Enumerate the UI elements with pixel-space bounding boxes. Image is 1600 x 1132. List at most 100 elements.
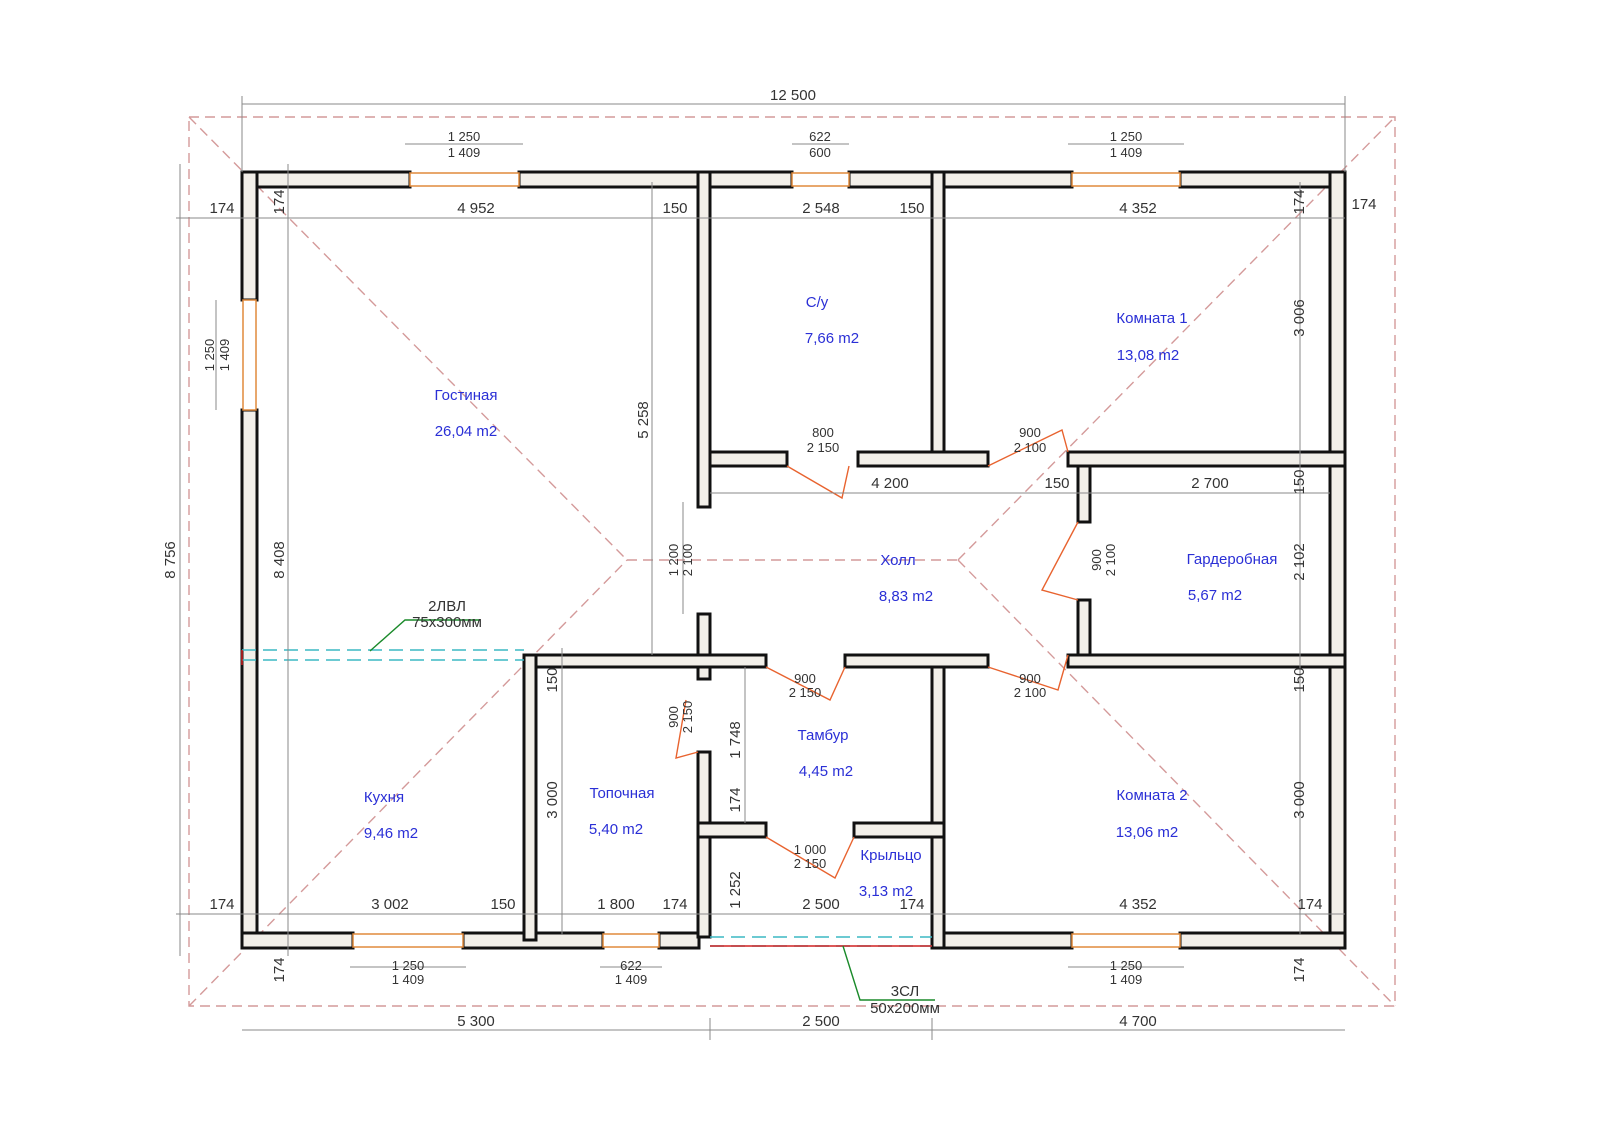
beam-lvl-label: 2ЛВЛ <box>428 598 466 615</box>
dim-top-3: 150 <box>662 200 687 217</box>
dimension-lines <box>176 96 1346 1040</box>
door-vestibule-h: 2 150 <box>789 685 822 700</box>
win-top-right-h: 1 409 <box>1110 145 1143 160</box>
dim-overall-width: 12 500 <box>770 87 816 104</box>
door-vestibule-w: 900 <box>794 671 816 686</box>
dim-left-below: 174 <box>271 957 288 982</box>
dim-kitchen-150: 150 <box>544 667 561 692</box>
door-wardrobe-h: 2 100 <box>1103 544 1118 577</box>
win-left-w: 1 250 <box>202 339 217 372</box>
win-bottom-mid-h: 1 409 <box>615 972 648 987</box>
dim-bottom-overall-1: 2 500 <box>802 1013 840 1030</box>
room-area: 9,46 m2 <box>364 825 418 842</box>
room-area: 7,66 m2 <box>805 330 859 347</box>
beam-lvl-size: 75х300мм <box>412 614 482 631</box>
room-area: 3,13 m2 <box>859 883 913 900</box>
room-area: 5,40 m2 <box>589 821 643 838</box>
win-left-h: 1 409 <box>217 339 232 372</box>
dim-vestibule-1748: 1 748 <box>727 721 744 759</box>
room-name: Комната 2 <box>1116 787 1187 804</box>
door-entry-h: 2 150 <box>794 856 827 871</box>
door-boiler-h: 2 150 <box>680 701 695 734</box>
dim-hall-1: 150 <box>1044 475 1069 492</box>
door-room1-w: 900 <box>1019 425 1041 440</box>
dim-vertical-living: 5 258 <box>635 401 652 439</box>
dim-bottom-overall-2: 4 700 <box>1119 1013 1157 1030</box>
dim-top-1: 174 <box>271 189 288 214</box>
win-top-mid-w: 622 <box>809 129 831 144</box>
win-bottom-left-h: 1 409 <box>392 972 425 987</box>
room-area: 8,83 m2 <box>879 588 933 605</box>
door-room1-h: 2 100 <box>1014 440 1047 455</box>
windows <box>242 172 1181 948</box>
room-area: 5,67 m2 <box>1188 587 1242 604</box>
room-name: С/у <box>806 294 829 311</box>
dim-right-150a: 150 <box>1291 469 1308 494</box>
beam-slab-size: 50х200мм <box>870 1000 940 1017</box>
dim-right-upper: 3 006 <box>1291 299 1308 337</box>
door-living-h: 2 100 <box>680 544 695 577</box>
win-top-mid-h: 600 <box>809 145 831 160</box>
dim-bottom-0: 174 <box>209 896 234 913</box>
dim-right-150b: 150 <box>1291 667 1308 692</box>
room-name: Комната 1 <box>1116 310 1187 327</box>
dim-top-6: 4 352 <box>1119 200 1157 217</box>
door-entry-w: 1 000 <box>794 842 827 857</box>
door-wc-h: 2 150 <box>807 440 840 455</box>
win-bottom-right-w: 1 250 <box>1110 958 1143 973</box>
dim-hall-2: 2 700 <box>1191 475 1229 492</box>
door-room2-h: 2 100 <box>1014 685 1047 700</box>
dim-vestibule-174: 174 <box>727 787 744 812</box>
room-area: 13,08 m2 <box>1117 347 1180 364</box>
dim-top-8: 174 <box>1351 196 1376 213</box>
room-name: Тамбур <box>798 727 849 744</box>
win-bottom-right-h: 1 409 <box>1110 972 1143 987</box>
door-wardrobe-w: 900 <box>1089 549 1104 571</box>
dim-right-lower: 3 000 <box>1291 781 1308 819</box>
dim-bottom-6: 174 <box>899 896 924 913</box>
dim-porch-1252: 1 252 <box>727 871 744 909</box>
dim-top-0: 174 <box>209 200 234 217</box>
win-bottom-mid-w: 622 <box>620 958 642 973</box>
room-area: 4,45 m2 <box>799 763 853 780</box>
win-top-left-w: 1 250 <box>448 129 481 144</box>
interior-dimensions: 5 258 3 006 150 2 102 150 3 000 4 200 15… <box>544 299 1308 909</box>
room-name: Гардеробная <box>1187 551 1278 568</box>
dim-inner-depth: 8 408 <box>271 541 288 579</box>
win-top-right-w: 1 250 <box>1110 129 1143 144</box>
room-labels: Гостиная 26,04 m2 С/у 7,66 m2 Комната 1 … <box>364 294 1277 900</box>
beams <box>241 619 935 1001</box>
door-living-w: 1 200 <box>666 544 681 577</box>
dim-bottom-3: 1 800 <box>597 896 635 913</box>
dim-bottom-8: 174 <box>1297 896 1322 913</box>
dim-top-4: 2 548 <box>802 200 840 217</box>
doors <box>675 429 1079 879</box>
room-area: 13,06 m2 <box>1116 824 1179 841</box>
overall-dimensions: 12 500 8 756 8 408 174 174 <box>162 87 1308 983</box>
dim-bottom-4: 174 <box>662 896 687 913</box>
room-name: Гостиная <box>435 387 498 404</box>
beam-slab-label: 3СЛ <box>891 983 920 1000</box>
opening-labels: 1 250 1 409 622 600 1 250 1 409 1 250 1 … <box>202 129 1142 987</box>
dim-right-below: 174 <box>1291 957 1308 982</box>
room-area: 26,04 m2 <box>435 423 498 440</box>
win-bottom-left-w: 1 250 <box>392 958 425 973</box>
dim-top-7: 174 <box>1291 189 1308 214</box>
top-dimension-chain: 174 174 4 952 150 2 548 150 4 352 174 17… <box>209 189 1376 217</box>
room-name: Топочная <box>589 785 654 802</box>
dim-bottom-2: 150 <box>490 896 515 913</box>
room-name: Холл <box>880 552 915 569</box>
room-name: Крыльцо <box>860 847 921 864</box>
door-wc-w: 800 <box>812 425 834 440</box>
dim-overall-depth: 8 756 <box>162 541 179 579</box>
beam-labels: 2ЛВЛ 75х300мм 3СЛ 50х200мм <box>412 598 940 1017</box>
dim-bottom-7: 4 352 <box>1119 896 1157 913</box>
dim-bottom-overall-0: 5 300 <box>457 1013 495 1030</box>
dim-right-mid: 2 102 <box>1291 543 1308 581</box>
dim-kitchen-h: 3 000 <box>544 781 561 819</box>
dim-hall-0: 4 200 <box>871 475 909 492</box>
dim-bottom-1: 3 002 <box>371 896 409 913</box>
win-top-left-h: 1 409 <box>448 145 481 160</box>
bottom-dimension-chain: 174 3 002 150 1 800 174 2 500 174 4 352 … <box>209 896 1322 1030</box>
